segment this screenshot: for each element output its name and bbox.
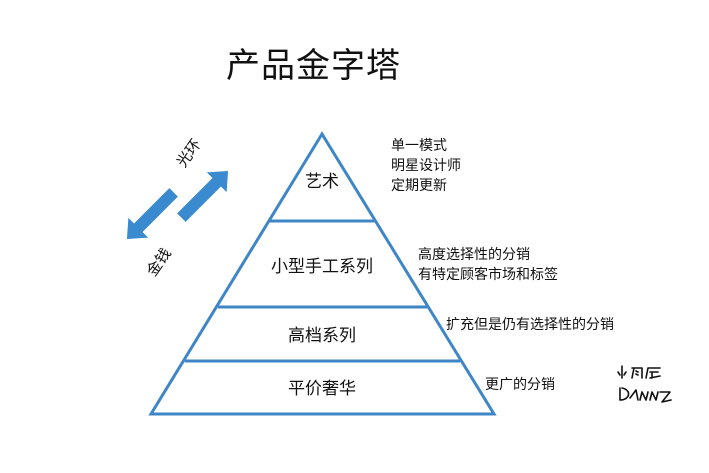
tier-label-art: 艺术 bbox=[305, 172, 339, 192]
note-line: 有特定顾客市场和标签 bbox=[418, 267, 558, 283]
note-line: 明星设计师 bbox=[391, 158, 461, 174]
note-line: 扩充但是仍有选择性的分销 bbox=[446, 317, 614, 333]
axis-label-halo: 光环 bbox=[173, 136, 205, 171]
tier-label-small-handmade: 小型手工系列 bbox=[271, 257, 373, 277]
tier-label-affordable-luxury: 平价奢华 bbox=[288, 379, 356, 399]
note-line: 单一模式 bbox=[391, 138, 447, 154]
arrow-down-icon bbox=[126, 188, 178, 240]
note-line: 高度选择性的分销 bbox=[418, 247, 530, 263]
tier-notes-premium: 扩充但是仍有选择性的分销 bbox=[446, 315, 614, 335]
arrow-up-icon bbox=[177, 170, 229, 222]
tier-notes-affordable-luxury: 更广的分销 bbox=[485, 375, 555, 395]
page-title: 产品金字塔 bbox=[226, 46, 401, 86]
tier-notes-small-handmade: 高度选择性的分销 有特定顾客市场和标签 bbox=[418, 245, 558, 285]
note-line: 定期更新 bbox=[391, 178, 447, 194]
tier-notes-art: 单一模式 明星设计师 定期更新 bbox=[391, 136, 461, 196]
tier-label-premium: 高档系列 bbox=[288, 326, 356, 346]
note-line: 更广的分销 bbox=[485, 377, 555, 393]
pyramid-outline bbox=[148, 131, 497, 416]
axis-label-money: 金钱 bbox=[143, 245, 175, 280]
signature-logo bbox=[617, 365, 672, 403]
